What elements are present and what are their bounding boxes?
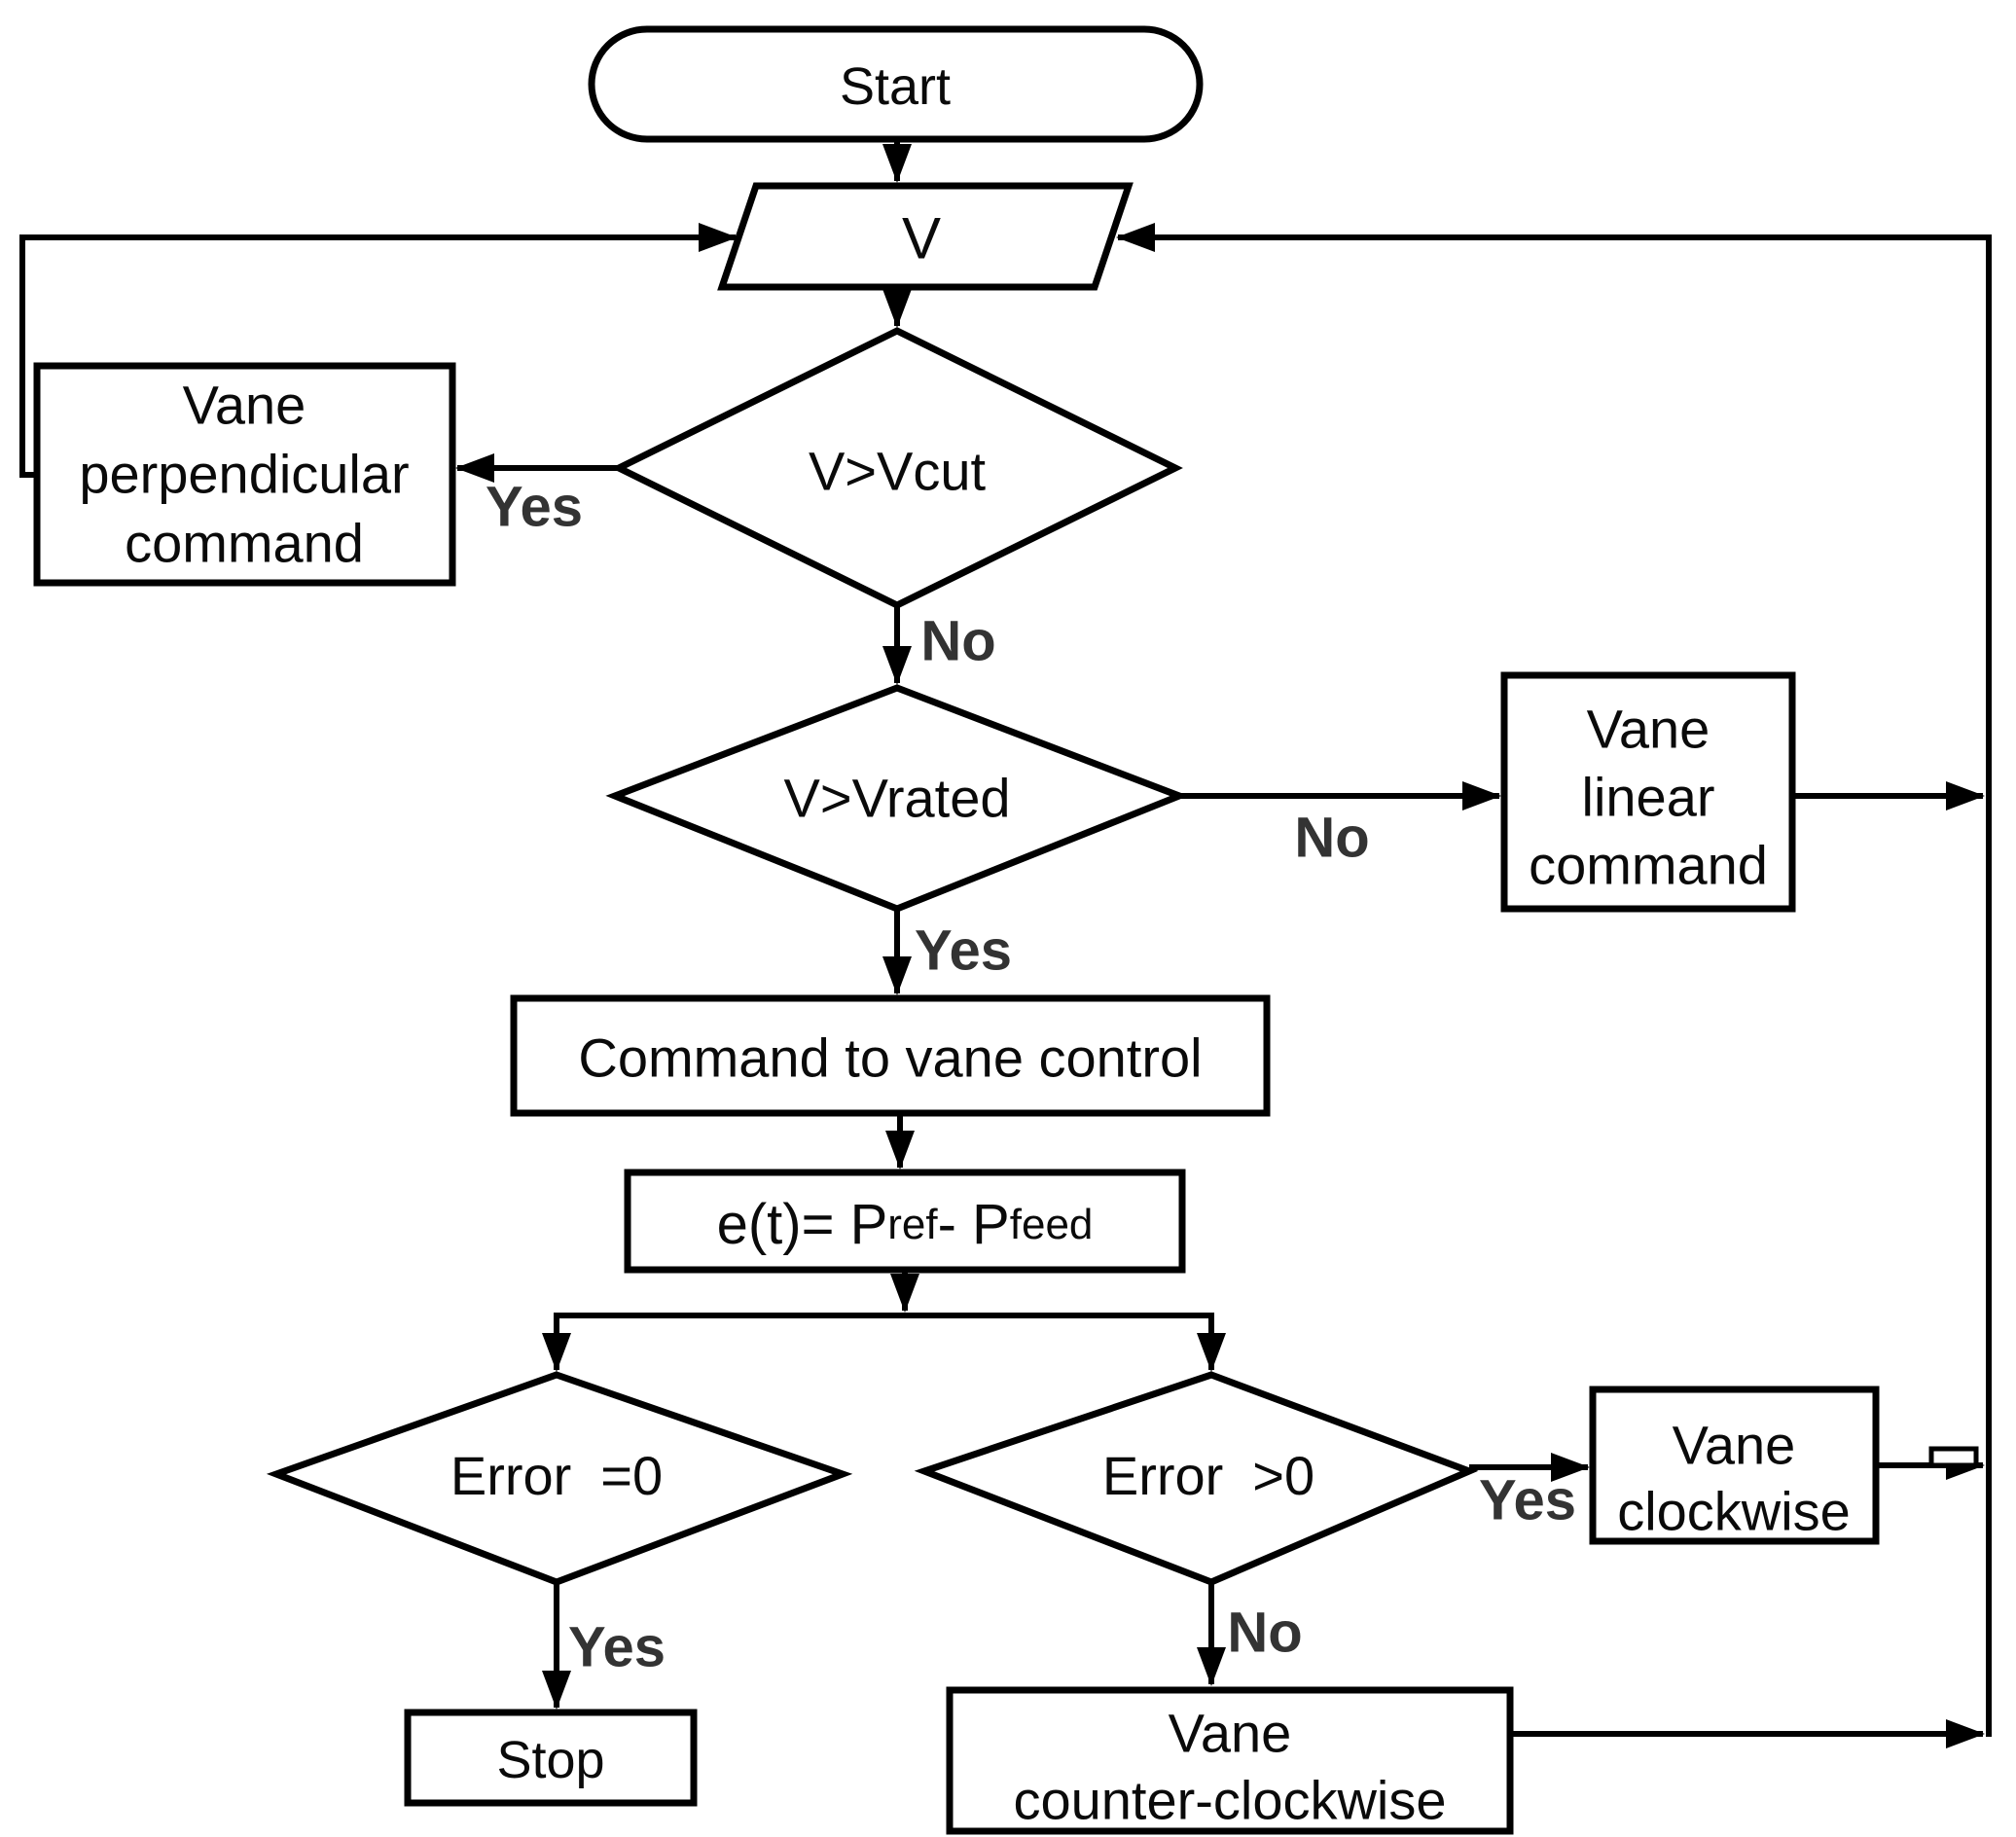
vane-perpendicular-line2: perpendicular bbox=[79, 444, 409, 505]
check-error-zero-node bbox=[266, 1371, 853, 1586]
edge-label-vrated-yes: Yes bbox=[915, 919, 1012, 983]
stop-label: Stop bbox=[496, 1731, 604, 1789]
edge-label-error-zero-yes: Yes bbox=[568, 1616, 666, 1679]
vane-clockwise-node bbox=[1589, 1386, 1880, 1545]
command-vane-control-label: Command to vane control bbox=[578, 1027, 1202, 1089]
edge-label-vcut-no: No bbox=[920, 610, 995, 673]
start-node bbox=[588, 25, 1204, 143]
equation-subscript-feed: feed bbox=[1010, 1201, 1094, 1248]
equation-part-main: e(t)= P bbox=[717, 1193, 888, 1256]
equation-subscript-ref: ref bbox=[887, 1201, 938, 1248]
edge-labels: Yes No No Yes Yes Yes No bbox=[486, 476, 1576, 1679]
error-positive-operator: >0 bbox=[1252, 1445, 1314, 1506]
check-v-gt-vrated-node bbox=[605, 684, 1189, 913]
error-zero-word: Error bbox=[450, 1445, 571, 1506]
check-error-zero-label: Error =0 bbox=[450, 1445, 663, 1506]
line-jump-bridge bbox=[1928, 1446, 1979, 1468]
vane-perpendicular-node bbox=[33, 362, 456, 587]
check-v-gt-vcut-node bbox=[611, 327, 1183, 609]
vane-counter-clockwise-node bbox=[946, 1686, 1514, 1835]
equation-part-minus: - P bbox=[938, 1193, 1010, 1256]
check-v-gt-vcut-label: V>Vcut bbox=[809, 441, 987, 502]
flowchart-nodes: Start V V>Vcut Vane perpendicular comman… bbox=[33, 25, 1880, 1835]
edge-label-vcut-yes: Yes bbox=[486, 476, 583, 539]
error-equation-node bbox=[624, 1169, 1186, 1274]
vane-clockwise-line1: Vane bbox=[1673, 1415, 1796, 1476]
check-error-positive-label: Error >0 bbox=[1102, 1445, 1314, 1506]
check-v-gt-vrated-label: V>Vrated bbox=[784, 768, 1011, 829]
command-vane-control-node bbox=[510, 994, 1271, 1117]
vane-counter-clockwise-line1: Vane bbox=[1169, 1703, 1292, 1764]
check-error-positive-node bbox=[914, 1371, 1479, 1586]
vane-perpendicular-line3: command bbox=[125, 513, 364, 574]
vane-linear-line2: linear bbox=[1582, 767, 1715, 828]
vane-linear-line3: command bbox=[1529, 835, 1768, 896]
arrow-perpendicular-loop-to-input bbox=[19, 223, 738, 478]
vane-linear-node bbox=[1500, 671, 1796, 913]
arrow-return-line-to-input bbox=[1116, 223, 1992, 1737]
vane-clockwise-line2: clockwise bbox=[1617, 1481, 1851, 1542]
wind-speed-input-node bbox=[717, 182, 1134, 291]
vane-perpendicular-line1: Vane bbox=[183, 375, 306, 436]
edge-label-error-positive-no: No bbox=[1227, 1602, 1302, 1665]
start-label: Start bbox=[840, 57, 951, 116]
wind-speed-input-label: V bbox=[902, 206, 941, 271]
error-positive-word: Error bbox=[1102, 1445, 1223, 1506]
stop-node bbox=[404, 1709, 698, 1807]
error-equation-label: e(t)= Pref- Pfeed bbox=[717, 1193, 1094, 1256]
edge-label-vrated-no: No bbox=[1294, 807, 1369, 870]
edge-label-error-positive-yes: Yes bbox=[1479, 1469, 1576, 1532]
flow-connectors bbox=[19, 139, 1992, 1748]
error-zero-operator: =0 bbox=[600, 1445, 663, 1506]
vane-linear-line1: Vane bbox=[1587, 699, 1710, 760]
vane-counter-clockwise-line2: counter-clockwise bbox=[1013, 1770, 1446, 1831]
